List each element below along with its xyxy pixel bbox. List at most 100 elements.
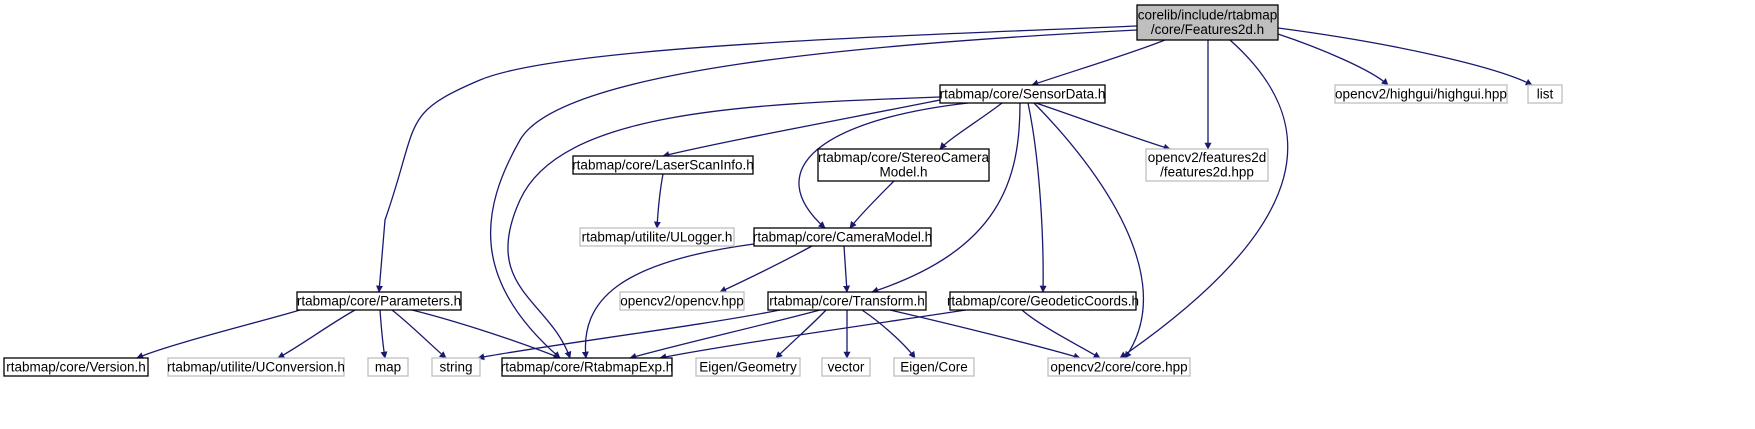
node-box xyxy=(367,357,409,377)
node-label: string xyxy=(439,359,472,374)
node-geodetic[interactable]: rtabmap/core/GeodeticCoords.h xyxy=(947,291,1139,311)
node-map: map xyxy=(367,357,409,377)
node-string: string xyxy=(431,357,481,377)
node-label: rtabmap/core/GeodeticCoords.h xyxy=(947,293,1139,308)
node-box xyxy=(821,357,871,377)
node-box xyxy=(939,84,1106,104)
edge-sensordata-to-rtabmapexp xyxy=(507,96,941,359)
edge-cameramodel-to-transform xyxy=(843,245,851,293)
edge-parameters-to-string xyxy=(391,309,447,359)
node-box xyxy=(1145,148,1269,182)
node-label: Eigen/Core xyxy=(900,359,968,374)
node-label: rtabmap/core/SensorData.h xyxy=(940,86,1106,101)
edge-features2d-to-parameters xyxy=(376,25,1138,293)
node-label: opencv2/opencv.hpp xyxy=(620,293,744,308)
node-box xyxy=(296,291,462,311)
node-box xyxy=(1334,84,1508,104)
node-label: rtabmap/core/Version.h xyxy=(6,359,146,374)
node-box xyxy=(817,148,990,182)
node-laserscaninfo[interactable]: rtabmap/core/LaserScanInfo.h xyxy=(572,155,754,175)
node-label: opencv2/highgui/highgui.hpp xyxy=(1335,86,1507,101)
edge-sensordata-to-stereocamera xyxy=(939,102,1003,150)
node-box xyxy=(431,357,481,377)
edge-laserscaninfo-to-ulogger xyxy=(653,173,664,229)
edge-transform-to-rtabmapexp xyxy=(629,309,821,360)
node-label: map xyxy=(375,359,401,374)
node-label: opencv2/features2d xyxy=(1148,150,1267,165)
node-box xyxy=(695,357,801,377)
node-label: list xyxy=(1537,86,1554,101)
node-label: vector xyxy=(828,359,865,374)
node-vector: vector xyxy=(821,357,871,377)
node-corehpp: opencv2/core/core.hpp xyxy=(1047,357,1191,377)
node-box xyxy=(167,357,345,377)
edge-sensordata-to-geodetic xyxy=(1027,102,1047,293)
node-label: /core/Features2d.h xyxy=(1151,22,1264,37)
node-box xyxy=(767,291,927,311)
node-parameters[interactable]: rtabmap/core/Parameters.h xyxy=(296,291,462,311)
node-box xyxy=(501,357,673,377)
edge-sensordata-to-cameramodel xyxy=(798,102,969,229)
node-label: Eigen/Geometry xyxy=(699,359,797,374)
edge-transform-to-eigengeometry xyxy=(775,309,827,359)
node-eigengeometry: Eigen/Geometry xyxy=(695,357,801,377)
node-box xyxy=(1136,4,1279,41)
edge-transform-to-corehpp xyxy=(889,309,1081,360)
node-label: Model.h xyxy=(879,165,927,180)
node-sensordata[interactable]: rtabmap/core/SensorData.h xyxy=(939,84,1106,104)
node-label: rtabmap/core/Parameters.h xyxy=(297,293,461,308)
node-box xyxy=(893,357,975,377)
node-opencvhpp: opencv2/opencv.hpp xyxy=(619,291,745,311)
edge-stereocamera-to-cameramodel xyxy=(849,180,895,229)
node-ulogger: rtabmap/utilite/ULogger.h xyxy=(579,227,735,247)
node-features2dhpp: opencv2/features2d/features2d.hpp xyxy=(1145,148,1269,182)
node-box xyxy=(1527,84,1563,104)
node-box xyxy=(619,291,745,311)
node-box xyxy=(572,155,754,175)
node-label: rtabmap/core/RtabmapExp.h xyxy=(501,359,674,374)
node-label: rtabmap/utilite/ULogger.h xyxy=(582,229,733,244)
node-uconversion: rtabmap/utilite/UConversion.h xyxy=(167,357,345,377)
edge-geodetic-to-corehpp xyxy=(1021,309,1101,359)
node-rtabmapexp[interactable]: rtabmap/core/RtabmapExp.h xyxy=(501,357,674,377)
node-box xyxy=(579,227,735,247)
node-label: opencv2/core/core.hpp xyxy=(1050,359,1187,374)
edge-sensordata-to-transform xyxy=(871,102,1021,294)
edge-geodetic-to-rtabmapexp xyxy=(659,309,967,361)
edge-parameters-to-map xyxy=(379,309,388,359)
node-label: corelib/include/rtabmap xyxy=(1138,8,1278,23)
edge-transform-to-eigencore xyxy=(861,309,916,359)
node-box xyxy=(1047,357,1191,377)
edge-cameramodel-to-opencvhpp xyxy=(719,245,813,293)
edge-sensordata-to-laserscaninfo xyxy=(662,99,941,158)
node-version[interactable]: rtabmap/core/Version.h xyxy=(3,357,149,377)
edge-parameters-to-uconversion xyxy=(277,309,356,359)
node-transform[interactable]: rtabmap/core/Transform.h xyxy=(767,291,927,311)
edge-features2d-to-corehpp xyxy=(1119,39,1289,359)
node-label: rtabmap/core/Transform.h xyxy=(769,293,925,308)
edge-features2d-to-rtabmapexp xyxy=(490,29,1138,359)
edge-features2d-to-list xyxy=(1277,27,1533,86)
node-cameramodel[interactable]: rtabmap/core/CameraModel.h xyxy=(753,227,932,247)
edge-transform-to-string xyxy=(477,309,781,361)
node-label: rtabmap/utilite/UConversion.h xyxy=(167,359,345,374)
node-list: list xyxy=(1527,84,1563,104)
edge-sensordata-to-corehpp xyxy=(1033,102,1144,359)
node-features2d[interactable]: corelib/include/rtabmap/core/Features2d.… xyxy=(1136,4,1279,41)
node-eigencore: Eigen/Core xyxy=(893,357,975,377)
node-label: /features2d.hpp xyxy=(1160,165,1254,180)
nodes-layer: corelib/include/rtabmap/core/Features2d.… xyxy=(3,4,1563,377)
node-label: rtabmap/core/LaserScanInfo.h xyxy=(572,157,754,172)
node-label: rtabmap/core/CameraModel.h xyxy=(753,229,932,244)
node-label: rtabmap/core/StereoCamera xyxy=(818,150,990,165)
node-highgui: opencv2/highgui/highgui.hpp xyxy=(1334,84,1508,104)
edges-layer xyxy=(136,25,1533,361)
edge-features2d-to-sensordata xyxy=(1031,39,1166,87)
edge-features2d-to-highgui xyxy=(1277,33,1389,86)
node-box xyxy=(3,357,149,377)
edge-sensordata-to-features2dhpp xyxy=(1035,102,1171,151)
edge-parameters-to-rtabmapexp xyxy=(411,309,561,359)
node-box xyxy=(753,227,932,247)
